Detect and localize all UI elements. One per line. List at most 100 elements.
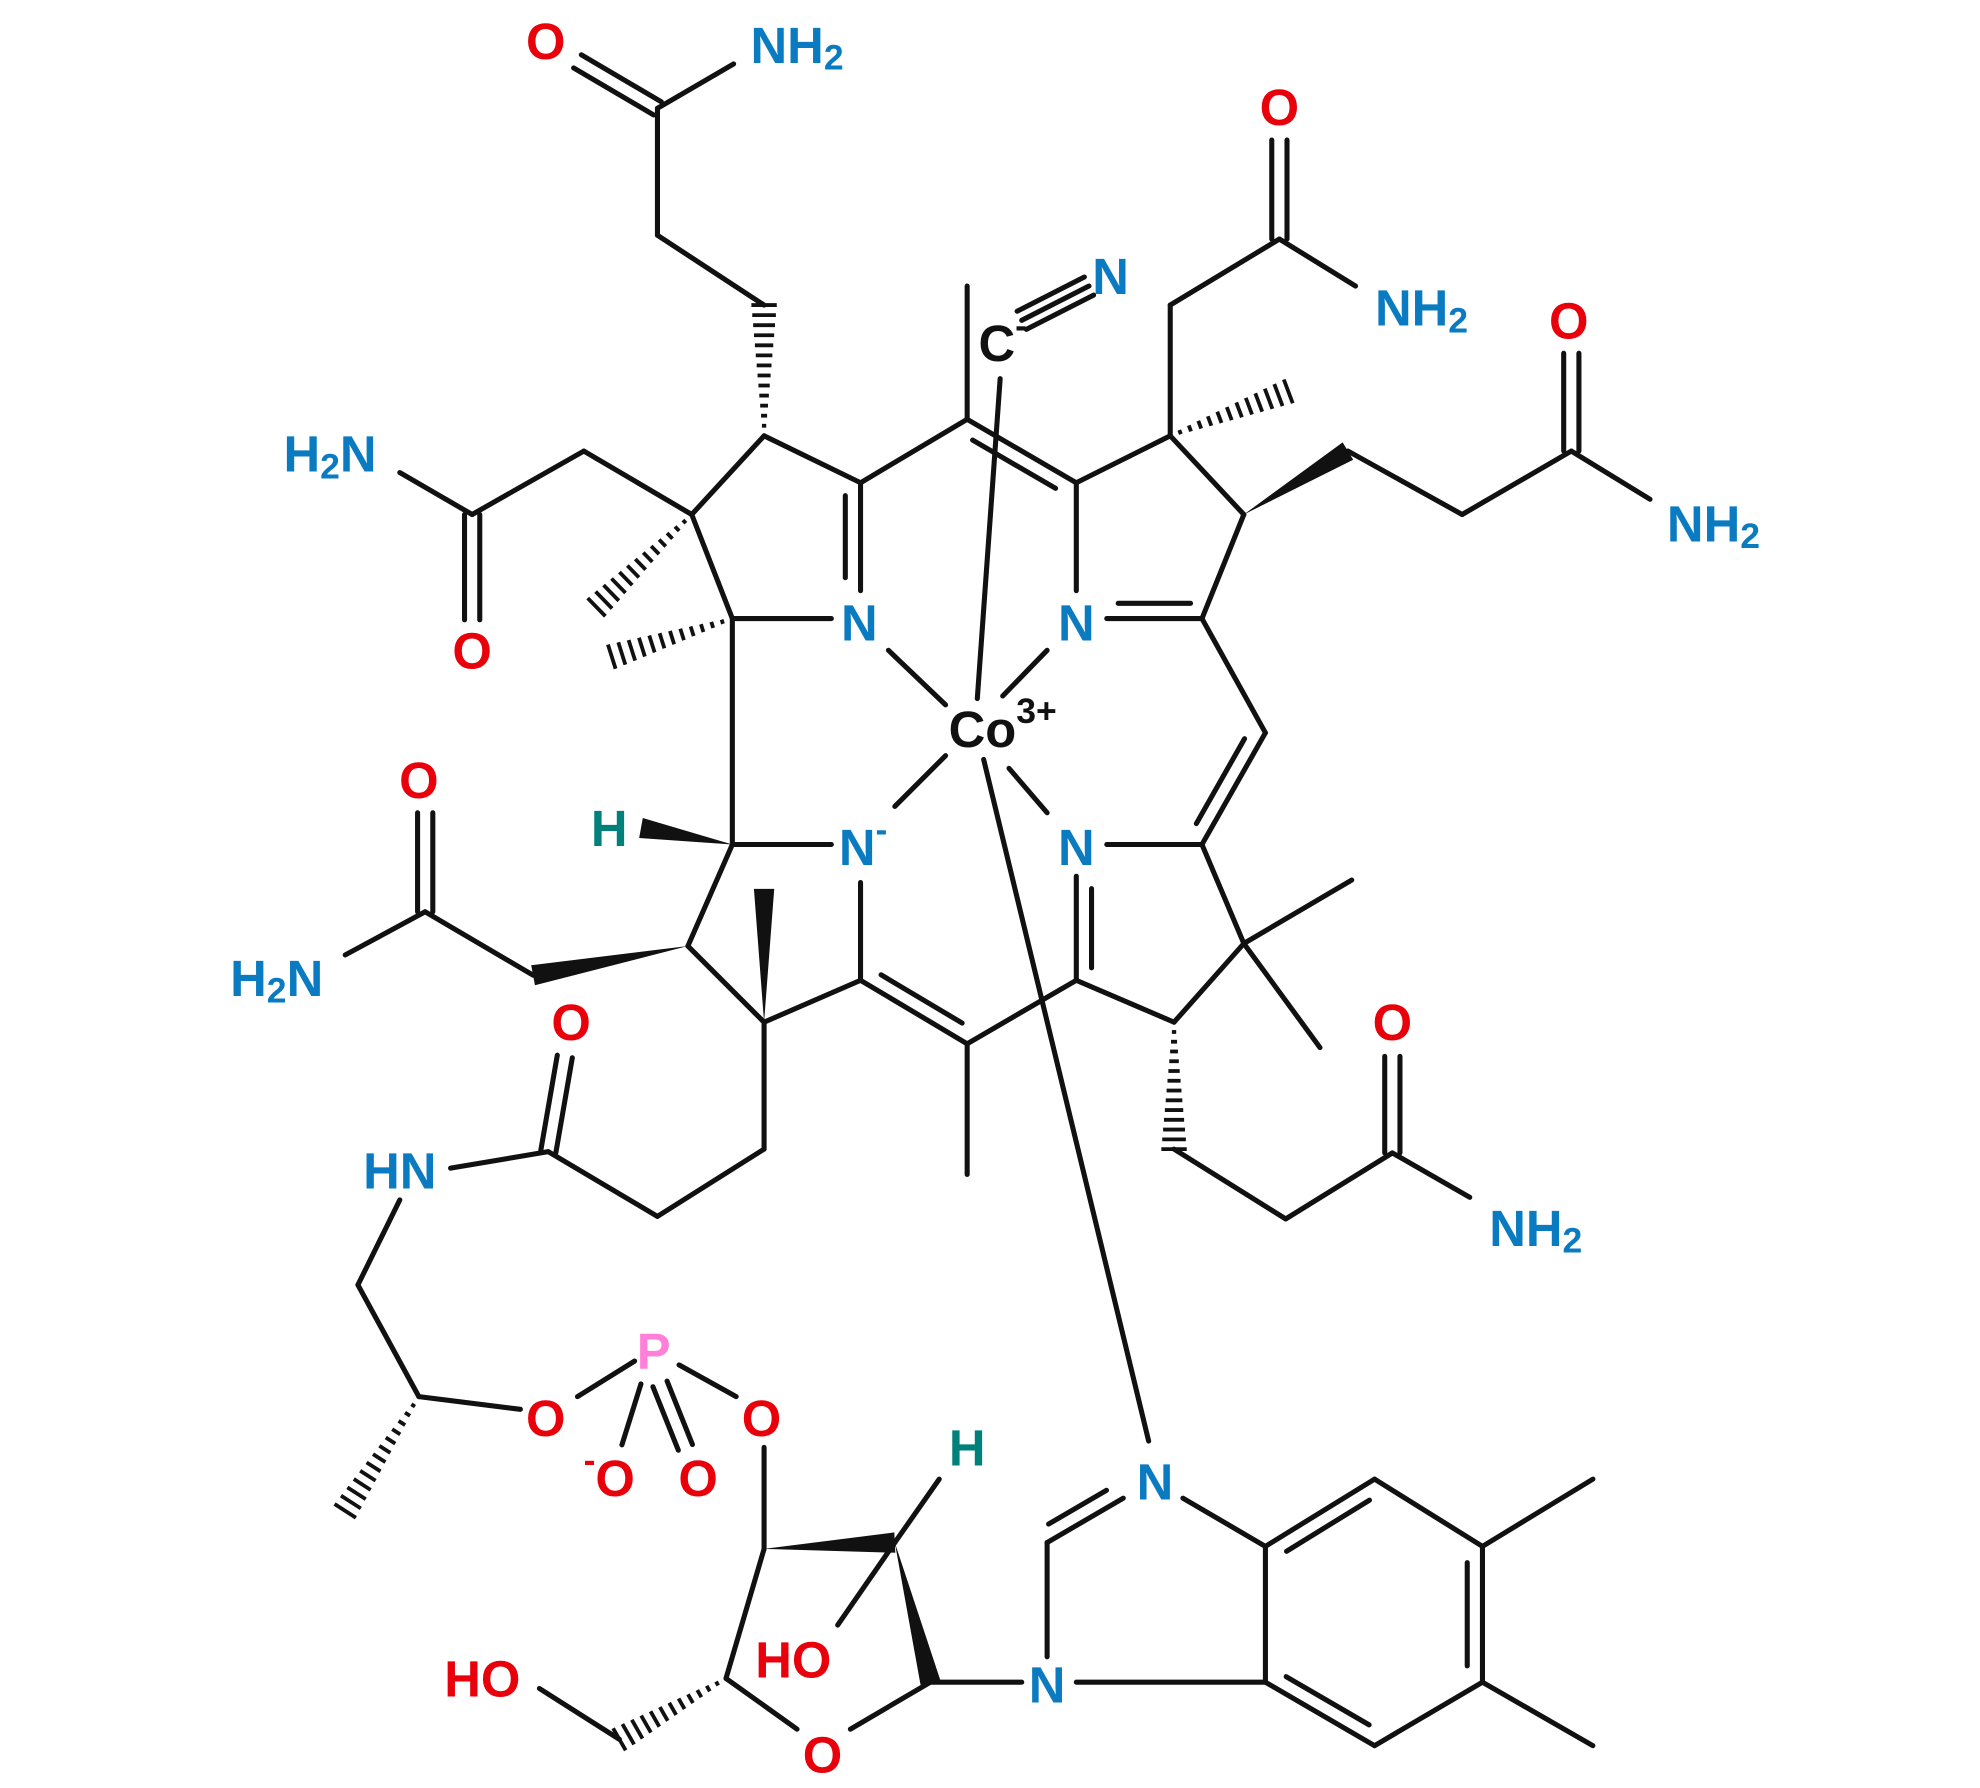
hydrogen-atom-label: H bbox=[949, 1419, 986, 1476]
atom-label-part: HN bbox=[363, 1142, 436, 1199]
atom-label-part: 2 bbox=[824, 38, 844, 78]
hashed-bond bbox=[649, 544, 661, 556]
double-bond bbox=[964, 416, 1079, 486]
hashed-bond bbox=[378, 1444, 392, 1455]
hashed-bond bbox=[359, 1469, 377, 1483]
atom-label-part: O bbox=[526, 1390, 565, 1447]
hashed-bond bbox=[668, 630, 676, 645]
atom-label-part: 2 bbox=[1740, 516, 1760, 556]
atom-label-part: O bbox=[742, 1390, 781, 1447]
double-bond bbox=[878, 972, 965, 1026]
single-bond bbox=[974, 376, 1003, 702]
atom-label-part: O bbox=[1549, 292, 1588, 349]
oxygen-atom-label: O bbox=[526, 13, 565, 70]
oxygen-atom-label: O bbox=[1260, 79, 1299, 136]
single-bond bbox=[545, 1149, 660, 1219]
single-bond bbox=[892, 753, 949, 809]
atom-label-part: O bbox=[551, 994, 590, 1051]
single-bond bbox=[355, 1197, 403, 1288]
atom-label-part: O bbox=[678, 1449, 717, 1506]
hashed-bond bbox=[333, 1502, 357, 1520]
wedge-bond bbox=[764, 1532, 896, 1553]
hashed-bond bbox=[630, 1718, 645, 1740]
single-bond bbox=[1000, 647, 1050, 699]
hashed-bond bbox=[723, 1676, 729, 1681]
atom-label-part: 2 bbox=[1448, 300, 1468, 340]
atom-label-part: H bbox=[949, 1419, 986, 1476]
hashed-bond bbox=[686, 1693, 695, 1705]
hashed-bond bbox=[695, 1689, 704, 1699]
atom-label-part: O bbox=[1260, 79, 1299, 136]
wedge-bond bbox=[1243, 442, 1354, 515]
triple-bond bbox=[1019, 283, 1092, 323]
hashed-bond bbox=[667, 1701, 678, 1716]
atom-label-part: O bbox=[595, 1449, 634, 1506]
single-bond bbox=[355, 1282, 422, 1400]
oxygen-atom-label: O bbox=[1373, 994, 1412, 1051]
hashed-bond bbox=[365, 1460, 382, 1474]
hashed-bond bbox=[397, 1419, 407, 1427]
double-bond bbox=[1199, 730, 1268, 848]
nitrogen-atom-label: N bbox=[1058, 594, 1095, 651]
single-bond bbox=[1199, 511, 1247, 622]
atom-label-part: O bbox=[526, 13, 565, 70]
single-bond bbox=[1389, 1150, 1473, 1200]
oxygen-atom-label: O bbox=[678, 1449, 717, 1506]
hashed-bond bbox=[391, 1427, 402, 1436]
single-bond bbox=[1372, 1476, 1485, 1549]
single-bond bbox=[581, 448, 695, 518]
nitrogen-atom-label: NH2 bbox=[1667, 495, 1760, 556]
atom-label-part: 2 bbox=[320, 446, 340, 486]
single-bond bbox=[858, 416, 970, 486]
single-bond bbox=[1372, 1679, 1485, 1749]
double-bond bbox=[538, 1052, 560, 1153]
hashed-bond bbox=[1177, 429, 1183, 435]
double-bond bbox=[650, 1384, 681, 1453]
atom-label-part: C bbox=[978, 315, 1015, 372]
single-bond bbox=[1568, 448, 1653, 502]
double-bond bbox=[1262, 1476, 1378, 1549]
single-bond bbox=[1180, 1495, 1268, 1549]
hashed-bond bbox=[616, 641, 628, 666]
hashed-bond bbox=[719, 619, 725, 625]
triple-bond bbox=[1014, 274, 1087, 314]
single-bond bbox=[685, 943, 767, 1025]
oxygen-atom-label: -O bbox=[584, 1440, 635, 1506]
hashed-bond bbox=[633, 557, 648, 572]
double-bond bbox=[1044, 1495, 1126, 1546]
single-bond bbox=[761, 433, 864, 486]
phosphorus-atom-label: P bbox=[637, 1322, 671, 1379]
atom-label-part: N bbox=[1058, 594, 1095, 651]
single-bond bbox=[1006, 765, 1050, 816]
single-bond bbox=[1167, 236, 1282, 308]
hashed-bond bbox=[673, 525, 681, 533]
nitrogen-atom-label: N- bbox=[839, 809, 887, 875]
single-bond bbox=[676, 1362, 739, 1400]
hashed-bond bbox=[625, 564, 641, 579]
atom-label-part: 2 bbox=[267, 970, 287, 1010]
hashed-bond bbox=[705, 1684, 712, 1693]
single-bond bbox=[1171, 1146, 1289, 1222]
atom-label-part: N bbox=[340, 425, 377, 482]
hashed-bond bbox=[1234, 401, 1244, 418]
single-bond bbox=[835, 1540, 898, 1628]
double-bond bbox=[970, 437, 1059, 491]
nitrogen-atom-label: N bbox=[1029, 1656, 1066, 1713]
hashed-bond bbox=[657, 632, 667, 649]
nitrogen-atom-label: NH2 bbox=[1375, 279, 1468, 340]
hashed-bond bbox=[618, 570, 634, 587]
single-bond bbox=[685, 841, 735, 949]
hashed-bond bbox=[688, 625, 696, 637]
single-bond bbox=[342, 909, 428, 958]
single-bond bbox=[448, 1149, 551, 1171]
wedge-bond bbox=[639, 818, 733, 845]
single-bond bbox=[397, 470, 475, 518]
atom-label-part: NH bbox=[751, 16, 824, 73]
nitrogen-atom-label: N bbox=[1092, 247, 1129, 304]
hashed-bond bbox=[678, 628, 686, 641]
hashed-bond bbox=[384, 1435, 397, 1446]
hashed-bond bbox=[346, 1485, 367, 1501]
hashed-bond bbox=[665, 531, 674, 541]
